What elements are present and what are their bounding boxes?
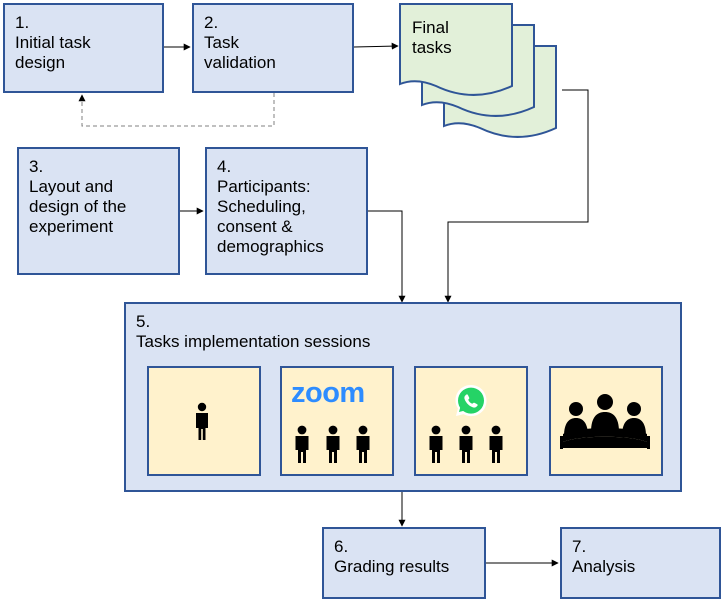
step-7-number: 7. [572,537,587,556]
step-6-label: Grading results [334,557,450,576]
arrow-4-to-5 [368,210,406,303]
step-1-label: Initial task design [15,33,91,72]
step-3-layout-and-design: 3. Layout and design of the experiment [17,147,180,275]
step-6-grading-results: 6. Grading results [322,527,486,599]
step-7-label: Analysis [572,557,636,576]
zoom-logo: zoom [291,377,365,409]
session-whatsapp [414,366,528,476]
step-6-number: 6. [334,537,349,556]
step-5-label: Tasks implementation sessions [136,332,371,351]
session-individual [147,366,261,476]
step-7-analysis: 7. Analysis [560,527,721,599]
step-4-label: Participants: Scheduling, consent & demo… [217,177,324,256]
step-2-label: Task validation [204,33,276,72]
arrow-final-to-5 [444,89,589,303]
step-2-task-validation: 2. Task validation [192,3,354,93]
arrow-2-to-final [353,42,399,50]
step-4-number: 4. [217,157,232,176]
session-face-to-face [549,366,663,476]
step-1-number: 1. [15,13,30,32]
step-3-label: Layout and design of the experiment [29,177,127,236]
meeting-table-group-icon [560,394,650,449]
final-tasks-label: Final tasks [412,18,452,57]
step-3-number: 3. [29,157,44,176]
whatsapp-icon [455,385,487,417]
step-2-number: 2. [204,13,219,32]
document-sheet-back [443,45,557,138]
session-zoom: zoom [280,366,394,476]
dashed-feedback-2-to-1 [78,93,275,127]
three-persons-icon [429,425,503,463]
step-4-participants: 4. Participants: Scheduling, consent & d… [205,147,368,275]
single-person-icon [196,402,208,440]
step-1-initial-task-design: 1. Initial task design [3,3,164,93]
step-5-number: 5. [136,312,151,331]
three-persons-icon [295,425,370,463]
